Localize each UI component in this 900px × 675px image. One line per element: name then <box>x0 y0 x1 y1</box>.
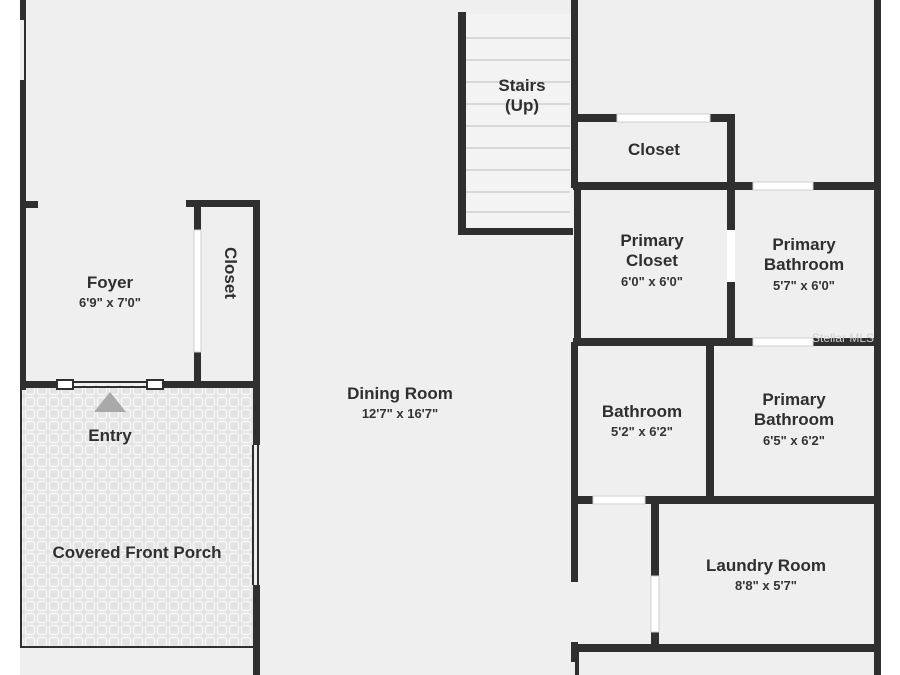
label-porch: Covered Front Porch <box>24 543 250 563</box>
label-primary-bath-lower: Primary Bathroom 6'5" x 6'2" <box>730 390 858 448</box>
label-laundry: Laundry Room 8'8" x 5'7" <box>682 556 850 594</box>
bathroom-name: Bathroom <box>601 402 683 421</box>
foyer-name: Foyer <box>86 273 134 292</box>
porch-name: Covered Front Porch <box>52 543 222 562</box>
primary-closet-dims: 6'0" x 6'0" <box>621 273 683 289</box>
laundry-dims: 8'8" x 5'7" <box>735 578 797 594</box>
primary-bath-lower-dims: 6'5" x 6'2" <box>763 432 825 448</box>
laundry-name: Laundry Room <box>706 556 826 575</box>
label-bathroom: Bathroom 5'2" x 6'2" <box>582 402 702 440</box>
primary-bath-upper-dims: 5'7" x 6'0" <box>773 277 835 293</box>
label-stairs: Stairs (Up) <box>472 76 572 117</box>
label-dining: Dining Room 12'7" x 16'7" <box>320 384 480 422</box>
porch-floor <box>20 385 253 648</box>
dining-dims: 12'7" x 16'7" <box>361 406 439 422</box>
door-openings <box>193 113 814 633</box>
dining-name: Dining Room <box>347 384 453 403</box>
label-foyer: Foyer 6'9" x 7'0" <box>40 273 180 311</box>
primary-bath-upper-name-line2: Bathroom <box>763 255 845 275</box>
label-primary-closet: Primary Closet 6'0" x 6'0" <box>592 231 712 289</box>
primary-bath-upper-name-line1: Primary <box>772 235 836 254</box>
label-entry: Entry <box>60 426 160 446</box>
stairs-name-line2: (Up) <box>505 96 539 116</box>
primary-closet-name-line2: Closet <box>626 251 678 271</box>
foyer-dims: 6'9" x 7'0" <box>79 295 141 311</box>
entry-arrow-icon <box>94 392 126 412</box>
walls <box>20 0 881 675</box>
primary-closet-name-line1: Primary <box>620 231 684 250</box>
label-closet-top: Closet <box>590 140 718 160</box>
stairs-area <box>462 14 571 230</box>
foyer-closet-name: Closet <box>221 247 240 299</box>
label-primary-bath-upper: Primary Bathroom 5'7" x 6'0" <box>743 235 865 293</box>
stairs-name-line1: Stairs <box>498 76 546 95</box>
entry-name: Entry <box>88 426 132 445</box>
closet-top-name: Closet <box>628 140 680 159</box>
bathroom-dims: 5'2" x 6'2" <box>611 424 673 440</box>
primary-bath-lower-name-line2: Bathroom <box>753 410 835 430</box>
primary-bath-lower-name-line1: Primary <box>762 390 826 409</box>
stair-treads <box>466 37 570 213</box>
watermark: Stellar MLS <box>812 331 875 345</box>
